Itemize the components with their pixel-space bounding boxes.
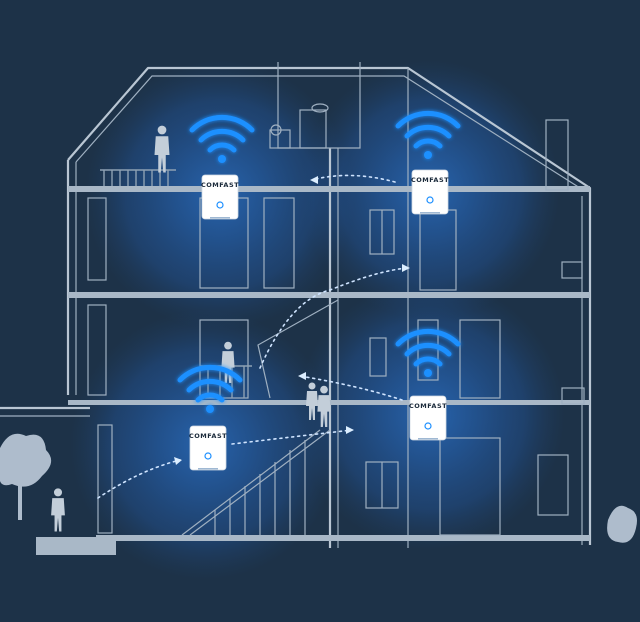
mesh-links — [97, 174, 410, 499]
router-brand-label: COMFAST — [411, 176, 449, 184]
tree-silhouette-icon — [607, 505, 637, 543]
mesh-router-top-right: COMFAST — [398, 113, 458, 215]
trees — [0, 433, 637, 543]
mesh-router-icon: COMFAST — [409, 395, 447, 441]
router-brand-label: COMFAST — [189, 432, 227, 440]
dotted-arrow-icon — [259, 267, 409, 369]
router-brand-label: COMFAST — [409, 402, 447, 410]
mesh-router-icon: COMFAST — [411, 169, 449, 215]
mesh-router-bottom-left: COMFAST — [180, 367, 240, 471]
mesh-router-icon: COMFAST — [201, 174, 239, 220]
dotted-arrow-icon — [299, 375, 403, 401]
router-brand-label: COMFAST — [201, 181, 239, 189]
tree-silhouette-icon — [0, 433, 52, 520]
dotted-arrow-icon — [231, 429, 353, 445]
dotted-arrow-icon — [97, 459, 181, 499]
mesh-router-icon: COMFAST — [189, 425, 227, 471]
dotted-arrow-icon — [311, 174, 396, 183]
mesh-router-bottom-right: COMFAST — [398, 331, 458, 441]
staircase — [181, 299, 339, 536]
mesh-router-top-left: COMFAST — [192, 117, 252, 220]
